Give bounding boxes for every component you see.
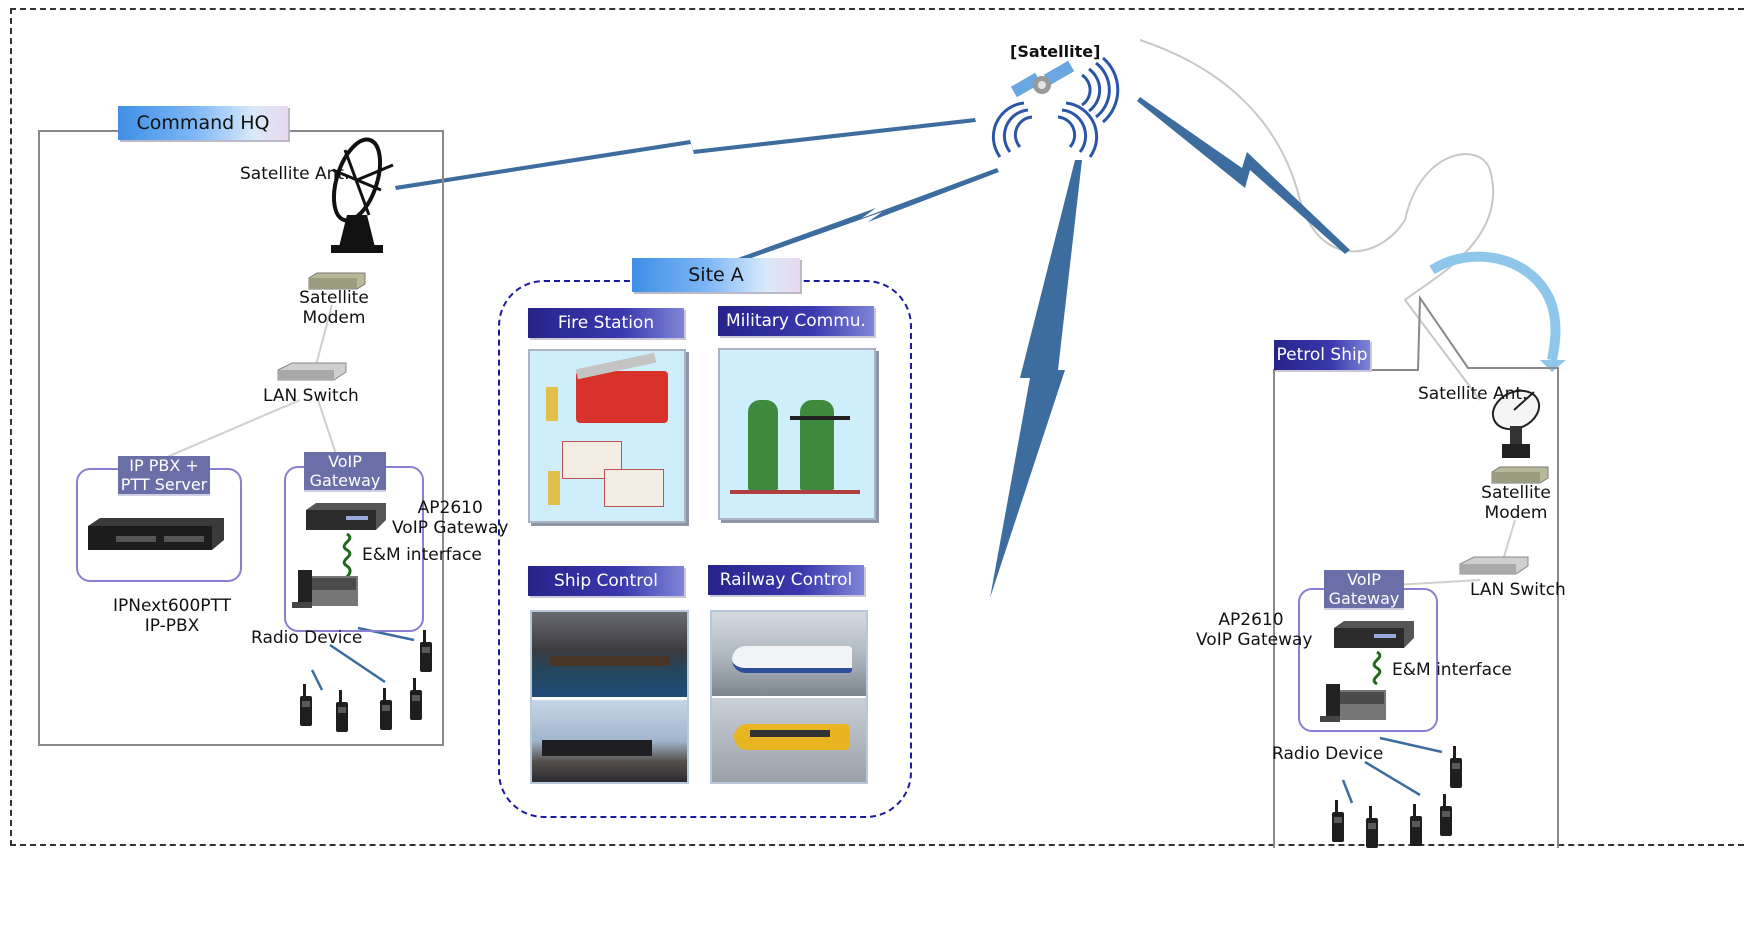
- fire-station-panel: [528, 349, 686, 523]
- radio-icon: [300, 684, 312, 726]
- em-cable-icon: [1372, 650, 1382, 686]
- military-panel: [718, 348, 876, 520]
- radio-icon: [420, 630, 432, 672]
- petrol-ship-frame: [1273, 294, 1559, 848]
- tile-ship-control-label: Ship Control: [528, 566, 684, 596]
- hq-radio-device: Radio Device: [251, 628, 363, 648]
- link-down: [990, 160, 1082, 598]
- radio-icon: [410, 678, 422, 720]
- modem-icon: [1491, 466, 1549, 484]
- radio-icon: [380, 688, 392, 730]
- radio-icon: [336, 690, 348, 732]
- link-hq: [395, 118, 976, 190]
- em-cable-icon: [342, 532, 352, 580]
- ship-em-interface: E&M interface: [1392, 660, 1512, 680]
- satellite-label: [Satellite]: [1010, 42, 1101, 61]
- radio-base-icon: [292, 570, 358, 608]
- tile-fire-station-label: Fire Station: [528, 308, 684, 338]
- site-a-title: Site A: [632, 258, 800, 292]
- petrol-ship-title: Petrol Ship: [1274, 340, 1370, 370]
- satellite-dish-icon: [331, 137, 394, 253]
- tile-railway-control-label: Railway Control: [708, 565, 864, 595]
- ship-lan-switch-label: LAN Switch: [1470, 580, 1566, 600]
- hq-lan-switch-label: LAN Switch: [263, 386, 359, 406]
- satellite-dish-icon: [1491, 389, 1541, 458]
- radio-icon: [1332, 800, 1344, 842]
- hq-em-interface: E&M interface: [362, 545, 482, 565]
- outer-boundary: [10, 8, 1746, 846]
- tile-military-label: Military Commu.: [718, 306, 874, 336]
- lan-switch-icon: [1459, 556, 1529, 575]
- satellite-icon: [991, 56, 1120, 158]
- ip-pbx-tag: IP PBX +PTT Server: [118, 456, 210, 496]
- link-ship: [1137, 97, 1350, 254]
- voip-gateway-icon: [306, 503, 386, 530]
- lan-switch-icon: [277, 362, 347, 381]
- ip-pbx-icon: [88, 518, 224, 550]
- ship-control-photo: [530, 610, 689, 784]
- hq-satellite-ant-label: Satellite Ant.: [240, 164, 350, 184]
- radio-icon: [1410, 804, 1422, 846]
- radio-icon: [1366, 806, 1378, 848]
- railway-control-photo: [710, 610, 868, 784]
- link-site-a: [738, 168, 999, 262]
- radio-base-icon: [1320, 684, 1386, 722]
- command-hq-title: Command HQ: [118, 106, 288, 140]
- ship-satellite-ant-label: Satellite Ant.: [1418, 384, 1528, 404]
- radio-icon: [1450, 746, 1462, 788]
- voip-gateway-icon: [1334, 621, 1414, 648]
- ship-radio-device: Radio Device: [1272, 744, 1384, 764]
- radio-icon: [1440, 794, 1452, 836]
- modem-icon: [308, 272, 366, 290]
